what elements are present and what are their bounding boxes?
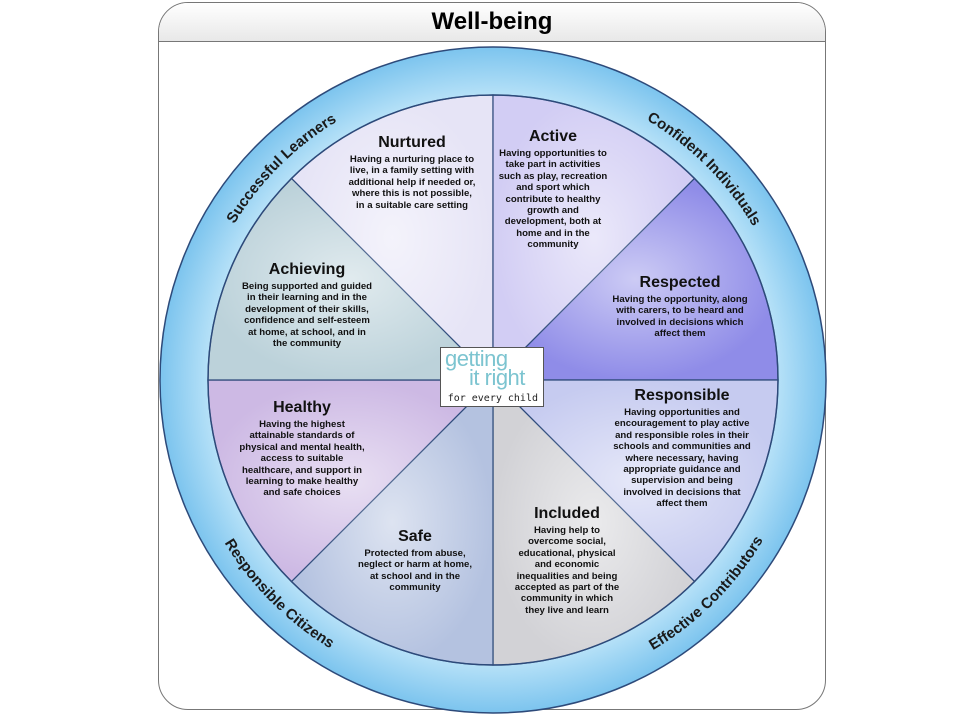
page-title: Well-being (431, 8, 553, 35)
segment-description: Having the opportunity, along with carer… (612, 294, 748, 340)
segment-safe: Safe Protected from abuse, neglect or ha… (358, 528, 472, 594)
segment-title: Safe (398, 528, 432, 545)
slice-highlight (493, 95, 695, 380)
segment-title: Responsible (634, 387, 730, 404)
slice-highlight (208, 178, 493, 380)
slice-highlight (493, 380, 695, 665)
segment-title: Healthy (273, 399, 331, 416)
segment-active: Active Having opportunities to take part… (499, 128, 608, 251)
segment-title: Active (528, 128, 578, 145)
segment-description: Having help to overcome social, educatio… (514, 525, 620, 616)
logo-line-3: for every child (447, 393, 538, 404)
slice-highlight (291, 95, 493, 380)
inner-ring-border (207, 94, 779, 666)
segment-included: Included Having help to overcome social,… (515, 505, 620, 616)
segment-respected: Respected Having the opportunity, along … (612, 274, 747, 340)
getting-it-right-logo: getting it right for every child (440, 347, 544, 407)
segment-description: Having opportunities to take part in act… (498, 148, 608, 251)
segment-title: Nurtured (378, 134, 446, 151)
segment-description: Having the highest attainable standards … (239, 419, 365, 499)
segment-responsible: Responsible Having opportunities and enc… (613, 387, 751, 510)
slice-highlight (493, 380, 778, 582)
slice-highlight (208, 380, 493, 582)
slice-highlight (493, 178, 778, 380)
slice-highlight (291, 380, 493, 665)
segment-nurtured: Nurtured Having a nurturing place to liv… (349, 134, 476, 211)
logo-line-2: it right (469, 365, 525, 390)
segment-title: Achieving (268, 261, 346, 278)
segment-title: Included (534, 505, 600, 522)
segment-description: Being supported and guided in their lear… (241, 281, 373, 350)
segment-description: Having a nurturing place to live, in a f… (348, 154, 476, 211)
segment-description: Protected from abuse, neglect or harm at… (357, 548, 473, 594)
logo-line-1: getting (445, 346, 508, 371)
segment-achieving: Achieving Being supported and guided in … (242, 261, 372, 349)
segment-title: Respected (639, 274, 721, 291)
segment-healthy: Healthy Having the highest attainable st… (239, 399, 364, 499)
segment-description: Having opportunities and encouragement t… (613, 407, 751, 510)
title-bar: Well-being (159, 3, 825, 42)
